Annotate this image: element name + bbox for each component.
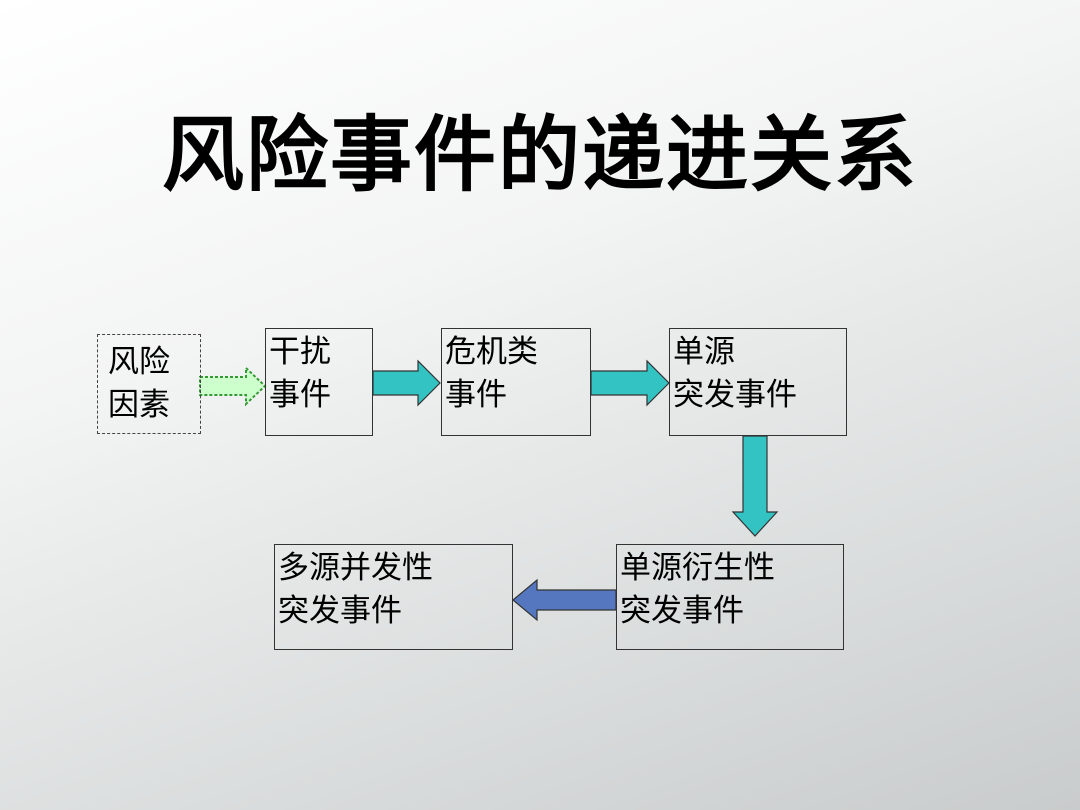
node-risk-factors: 风险 因素 xyxy=(97,334,201,434)
node-multi-source-event: 多源并发性 突发事件 xyxy=(274,544,513,650)
dotted-arrow-risk-to-interference xyxy=(199,365,267,407)
node-multi-source-line2: 突发事件 xyxy=(278,593,402,629)
page-title: 风险事件的递进关系 xyxy=(161,108,918,203)
arrow-interference-to-crisis xyxy=(372,359,441,407)
node-interference-line2: 事件 xyxy=(269,377,331,413)
arrow-single-source-to-derived xyxy=(731,435,779,537)
node-interference-line1: 干扰 xyxy=(269,334,331,370)
node-multi-source-line1: 多源并发性 xyxy=(278,550,433,586)
node-risk-factors-line1: 风险 xyxy=(108,344,170,380)
node-single-derived-line1: 单源衍生性 xyxy=(620,550,775,586)
arrow-crisis-to-single-source xyxy=(590,359,670,407)
node-risk-factors-line2: 因素 xyxy=(108,387,170,423)
node-single-derived-event: 单源衍生性 突发事件 xyxy=(616,544,844,650)
node-interference-event: 干扰 事件 xyxy=(265,328,373,436)
node-single-derived-line2: 突发事件 xyxy=(620,593,744,629)
arrow-derived-to-multi-source xyxy=(512,578,617,622)
node-crisis-event: 危机类 事件 xyxy=(441,328,591,436)
node-single-source-line1: 单源 xyxy=(673,334,735,370)
node-single-source-event: 单源 突发事件 xyxy=(669,328,847,436)
node-crisis-line2: 事件 xyxy=(445,377,507,413)
node-single-source-line2: 突发事件 xyxy=(673,377,797,413)
node-crisis-line1: 危机类 xyxy=(445,334,538,370)
